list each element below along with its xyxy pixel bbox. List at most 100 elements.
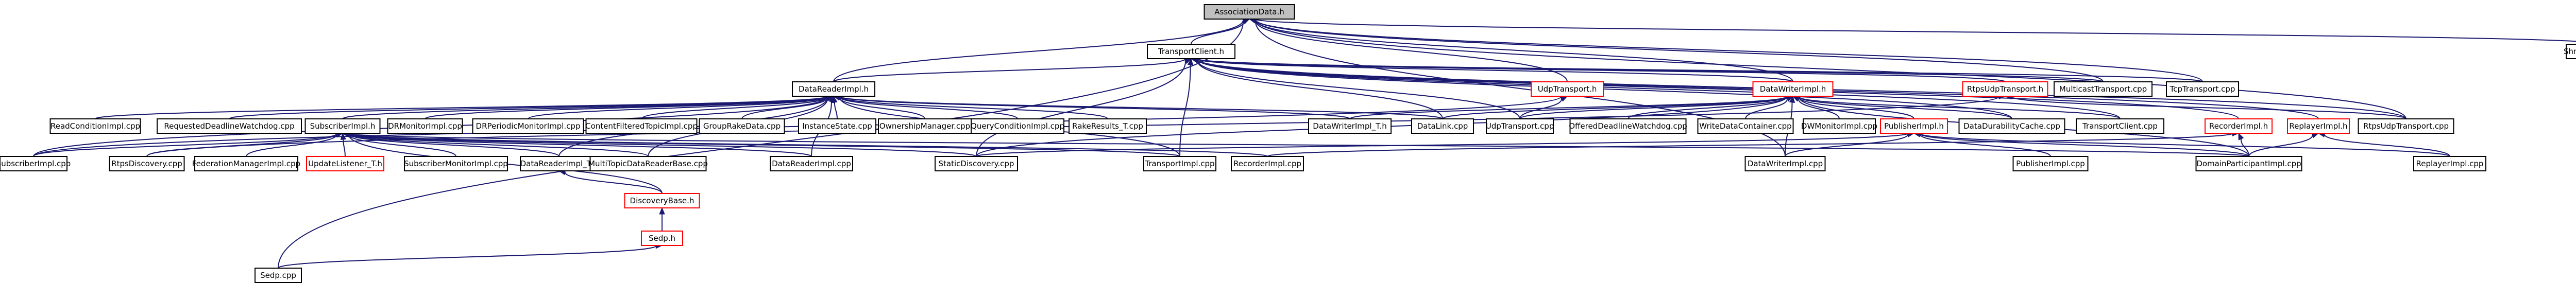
node-label: Sedp.cpp [260,271,296,280]
node-sedp_h[interactable]: Sedp.h [641,231,683,246]
node-label: ContentFilteredTopicImpl.cpp [585,121,698,131]
node-pub_h[interactable]: PublisherImpl.h [1880,118,1948,134]
node-writedata[interactable]: WriteDataContainer.cpp [1697,118,1794,134]
node-repcpp[interactable]: ReplayerImpl.cpp [2413,156,2486,171]
node-tcp[interactable]: TcpTransport.cpp [2166,81,2239,97]
node-assoc[interactable]: AssociationData.h [1204,4,1295,20]
node-box [306,156,384,171]
node-box [49,118,141,134]
node-updlistener[interactable]: UpdateListener_T.h [306,156,384,171]
node-readcond[interactable]: ReadConditionImpl.cpp [49,118,141,134]
node-multicast[interactable]: MulticastTransport.cpp [2054,81,2153,97]
node-label: StaticDiscovery.cpp [939,159,1014,168]
node-dpicpp[interactable]: DomainParticipantImpl.cpp [2195,156,2302,171]
node-rep_h[interactable]: ReplayerImpl.h [2287,118,2350,134]
node-dwicpp[interactable]: DataWriterImpl.cpp [1744,156,1826,171]
node-rtpsdisc[interactable]: RtpsDiscovery.cpp [109,156,185,171]
node-label: DataWriterImpl.h [1760,84,1826,94]
edge-rep_h-dpicpp [2248,132,2319,157]
node-subimpl_h[interactable]: SubscriberImpl.h [304,118,381,134]
node-box [1204,4,1295,20]
node-label: DataReaderImpl.h [799,84,869,94]
node-box [2012,156,2089,171]
edge-discbase-sedp_h [659,207,665,232]
node-label: ReplayerImpl.cpp [2416,159,2484,168]
node-dri_h[interactable]: DataReaderImpl.h [792,81,875,97]
node-label: WriteDataContainer.cpp [1699,121,1791,131]
node-label: GroupRakeData.cpp [703,121,781,131]
node-box [2566,44,2576,59]
node-grouprake[interactable]: GroupRakeData.cpp [699,118,785,134]
node-offereddeadline[interactable]: OfferedDeadlineWatchdog.cpp [1569,118,1687,134]
node-dcpsmon[interactable]: DRMonitorImpl.cpp [387,118,463,134]
node-ownership[interactable]: OwnershipManager.cpp [878,118,972,134]
node-box [0,156,67,171]
node-label: PublisherImpl.h [1884,121,1944,131]
node-rtpsudp_h[interactable]: RtpsUdpTransport.h [1962,81,2048,97]
node-cftopic[interactable]: ContentFilteredTopicImpl.cpp [585,118,698,134]
node-querycond[interactable]: QueryConditionImpl.cpp [971,118,1064,134]
edge-tclient_h-dri_h [833,56,1192,82]
node-box [641,231,683,246]
node-label: RequestedDeadlineWatchdog.cpp [164,121,294,131]
edge-dri_h-datalink [833,93,1443,119]
node-label: TransportClient.h [1158,47,1224,56]
node-box [585,118,698,134]
node-pubcpp[interactable]: PublisherImpl.cpp [2012,156,2089,171]
node-label: RecorderImpl.h [2209,121,2268,131]
edge-subimpl_h-updlistener [340,132,347,157]
node-label: QueryConditionImpl.cpp [971,121,1064,131]
node-subcpp[interactable]: SubscriberImpl.cpp [0,156,71,171]
node-label: TcpTransport.cpp [2170,84,2235,94]
node-fedmgr[interactable]: FederationManagerImpl.cpp [192,156,300,171]
node-box [304,118,381,134]
edge-sedp_h-sedpcpp [278,242,663,269]
node-sedpcpp[interactable]: Sedp.cpp [255,268,302,283]
node-staticdisc[interactable]: StaticDiscovery.cpp [935,156,1018,171]
node-dri_t[interactable]: DataReaderImpl_T.h [520,156,598,171]
node-box [1803,118,1876,134]
node-dwi_h[interactable]: DataWriterImpl.h [1752,81,1834,97]
node-dwmon[interactable]: DWMonitorImpl.cpp [1801,118,1877,134]
node-rakeresults[interactable]: RakeResults_T.cpp [1069,118,1147,134]
node-udp_h[interactable]: UdpTransport.h [1531,81,1604,97]
node-shmem[interactable]: ShmemTransport.cpp [2564,44,2576,59]
node-label: Sedp.h [649,234,675,243]
edge-dri_t-discbase [558,169,663,194]
node-box [878,118,972,134]
node-dwi_t[interactable]: DataWriterImpl_T.h [1308,118,1392,134]
node-transportimpl[interactable]: TransportImpl.cpp [1143,156,1216,171]
node-rtpsudpcpp[interactable]: RtpsUdpTransport.cpp [2358,118,2454,134]
node-reccpp[interactable]: RecorderImpl.cpp [1231,156,1304,171]
node-udpcpp[interactable]: UdpTransport.cpp [1486,118,1554,134]
node-multitopic[interactable]: MultiTopicDataReaderBase.cpp [588,156,708,171]
node-box [387,118,463,134]
node-rec_h[interactable]: RecorderImpl.h [2205,118,2273,134]
graph-edges [33,16,2576,269]
node-label: DataLink.cpp [1417,121,1468,131]
node-tclientcpp[interactable]: TransportClient.cpp [2076,118,2164,134]
node-tclient_h[interactable]: TransportClient.h [1147,44,1235,59]
node-discbase[interactable]: DiscoveryBase.h [624,193,700,208]
node-box [699,118,785,134]
node-label: DataWriterImpl_T.h [1313,121,1386,131]
node-reqdeadline[interactable]: RequestedDeadlineWatchdog.cpp [157,118,302,134]
node-box [1880,118,1948,134]
node-label: UdpTransport.cpp [1486,121,1554,131]
node-instancestate[interactable]: InstanceState.cpp [798,118,876,134]
node-drperiodic[interactable]: DRPeriodicMonitorImpl.cpp [472,118,584,134]
node-label: SubscriberImpl.h [310,121,376,131]
node-label: UpdateListener_T.h [308,159,382,169]
node-dricpp[interactable]: DataReaderImpl.cpp [770,156,853,171]
node-box [1962,81,2048,97]
node-box [1569,118,1687,134]
edge-dri_h-querycond [833,94,1018,119]
node-label: FederationManagerImpl.cpp [192,159,300,168]
node-durcache[interactable]: DataDurabilityCache.cpp [1958,118,2065,134]
node-label: ReplayerImpl.h [2289,121,2347,131]
node-box [624,193,700,208]
edge-rec_h-reccpp [1267,130,2240,157]
node-submon[interactable]: SubscriberMonitorImpl.cpp [404,156,508,171]
node-box [798,118,876,134]
node-datalink[interactable]: DataLink.cpp [1411,118,1474,134]
